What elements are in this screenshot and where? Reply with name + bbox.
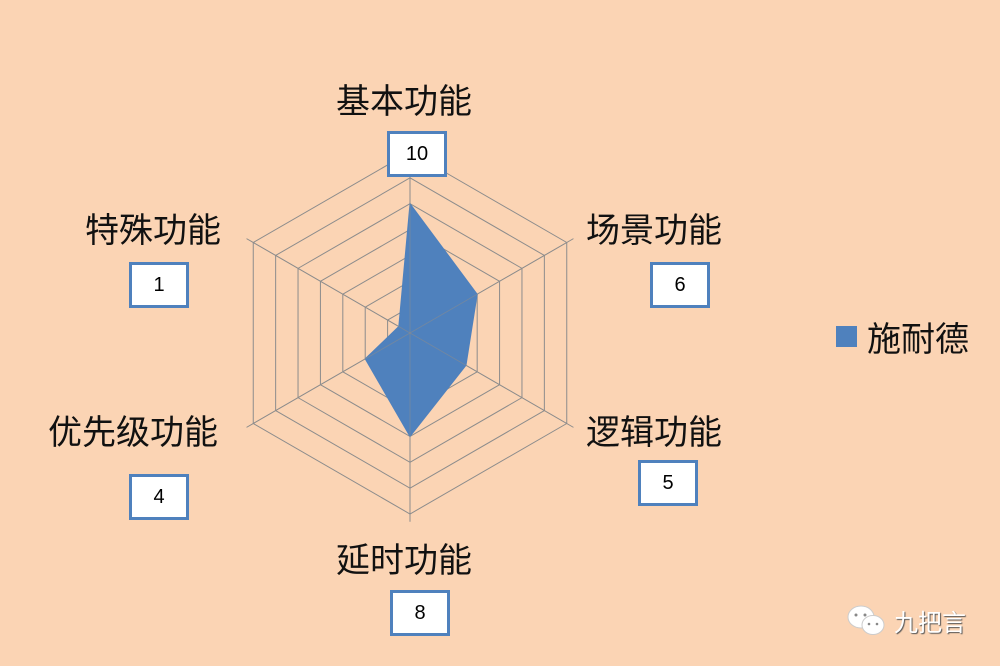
axis-spoke-overlay xyxy=(409,242,567,334)
data-label-2: 5 xyxy=(638,460,698,506)
data-label-1: 6 xyxy=(650,262,710,308)
legend: 施耐德 xyxy=(836,312,969,361)
axis-spoke-overlay xyxy=(409,332,567,424)
axis-spoke-overlay xyxy=(253,242,411,334)
data-label-0: 10 xyxy=(387,131,447,177)
axis-label-1: 场景功能 xyxy=(586,211,722,251)
watermark: 九把言 xyxy=(846,603,966,638)
wechat-icon xyxy=(847,605,885,635)
axis-spoke-overlay xyxy=(253,332,411,424)
axis-label-2: 逻辑功能 xyxy=(586,413,722,453)
axis-label-5: 特殊功能 xyxy=(85,211,221,251)
axis-label-3: 延时功能 xyxy=(336,541,472,581)
legend-label: 施耐德 xyxy=(867,320,969,360)
data-label-3: 8 xyxy=(390,590,450,636)
axis-label-4: 优先级功能 xyxy=(48,413,218,453)
series-area xyxy=(364,202,478,438)
axis-label-0: 基本功能 xyxy=(336,82,472,122)
legend-swatch xyxy=(836,326,857,347)
data-label-4: 4 xyxy=(129,474,189,520)
watermark-text: 九把言 xyxy=(894,609,966,637)
data-label-5: 1 xyxy=(129,262,189,308)
